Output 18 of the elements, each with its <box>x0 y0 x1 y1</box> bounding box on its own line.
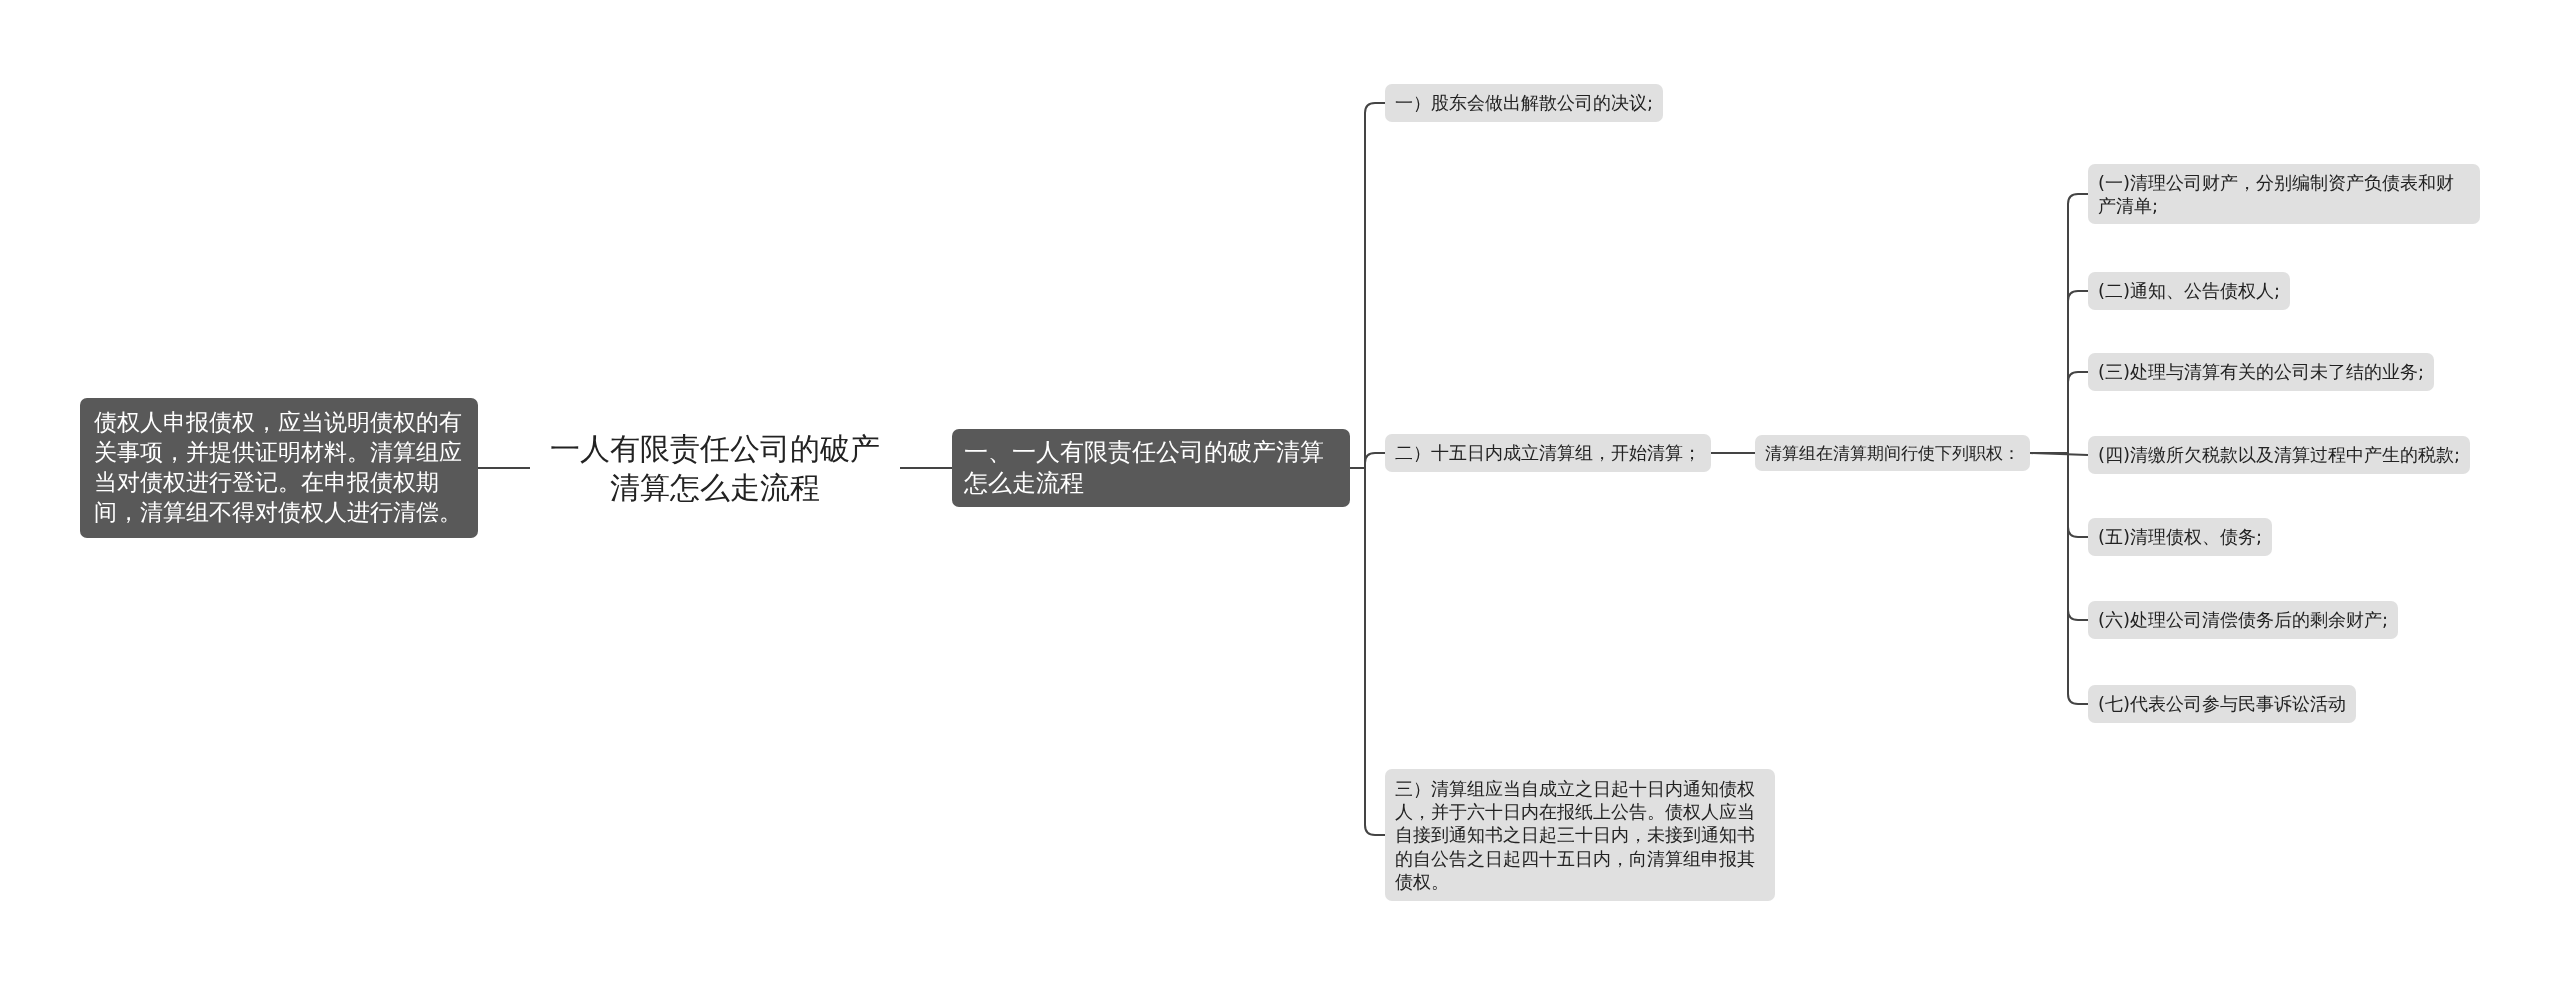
connector-line <box>477 467 531 469</box>
item-box: (一)清理公司财产，分别编制资产负债表和财产清单; <box>2088 163 2480 225</box>
subtopic-box: 三）清算组应当自成立之日起十日内通知债权人，并于六十日内在报纸上公告。债权人应当自接到通知书之日起三十日内，未接到通知书的自公告之日起四十五日内，向清算组申报其债权。 <box>1385 768 1775 902</box>
item-box: (二)通知、公告债权人; <box>2088 272 2291 310</box>
item-box: (四)清缴所欠税款以及清算过程中产生的税款; <box>2088 436 2471 474</box>
connector-line <box>1710 452 1756 454</box>
subtopic-box: 一）股东会做出解散公司的决议; <box>1385 84 1664 122</box>
note-box: 债权人申报债权，应当说明债权的有关事项，并提供证明材料。清算组应当对债权进行登记。在申报债权期间，清算组不得对债权人进行清偿。 <box>80 398 478 538</box>
item-box: (七)代表公司参与民事诉讼活动 <box>2088 685 2357 723</box>
item-box: (六)处理公司清偿债务后的剩余财产; <box>2088 601 2399 639</box>
item-box: (三)处理与清算有关的公司未了结的业务; <box>2088 353 2435 391</box>
connector-line <box>899 467 953 469</box>
central-topic: 一人有限责任公司的破产清算怎么走流程 <box>530 425 900 511</box>
subtopic-box: 清算组在清算期间行使下列职权： <box>1755 434 2030 472</box>
topic-box: 一、一人有限责任公司的破产清算怎么走流程 <box>952 428 1350 508</box>
subtopic-box: 二）十五日内成立清算组，开始清算； <box>1385 434 1711 472</box>
connector-line <box>2029 452 2089 705</box>
item-box: (五)清理债权、债务; <box>2088 518 2273 556</box>
